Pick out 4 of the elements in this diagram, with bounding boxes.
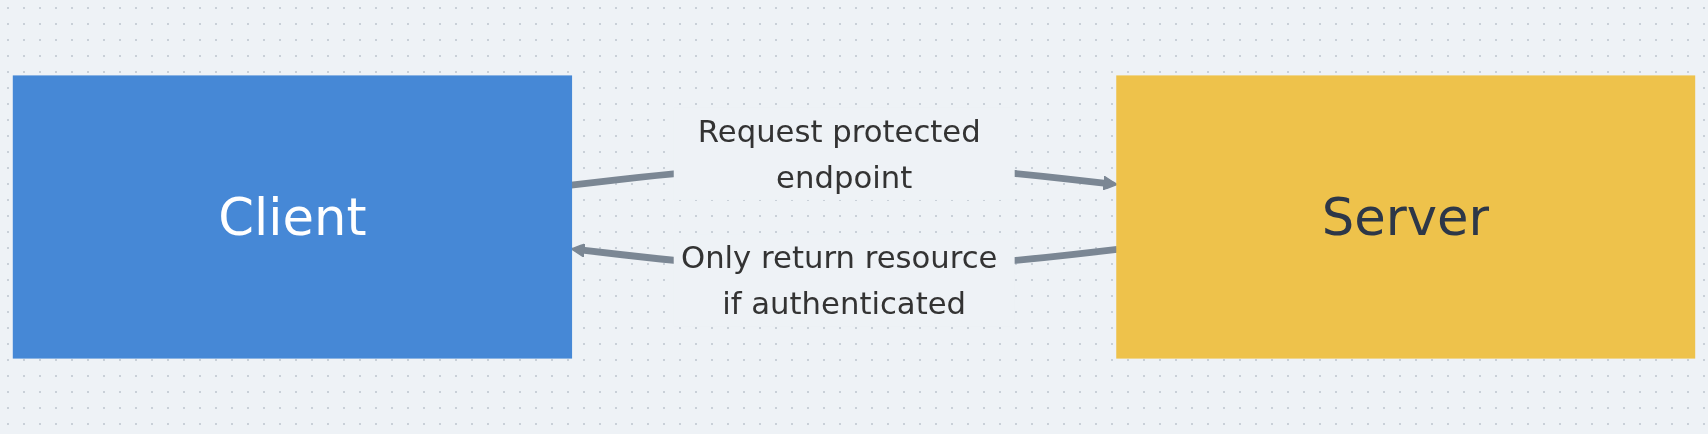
node-box: Server bbox=[1116, 75, 1696, 359]
node-box: Client bbox=[12, 75, 573, 359]
edge-label: Request protected endpoint bbox=[697, 112, 981, 195]
edge-label: Only return resource if authenticated bbox=[680, 239, 998, 322]
